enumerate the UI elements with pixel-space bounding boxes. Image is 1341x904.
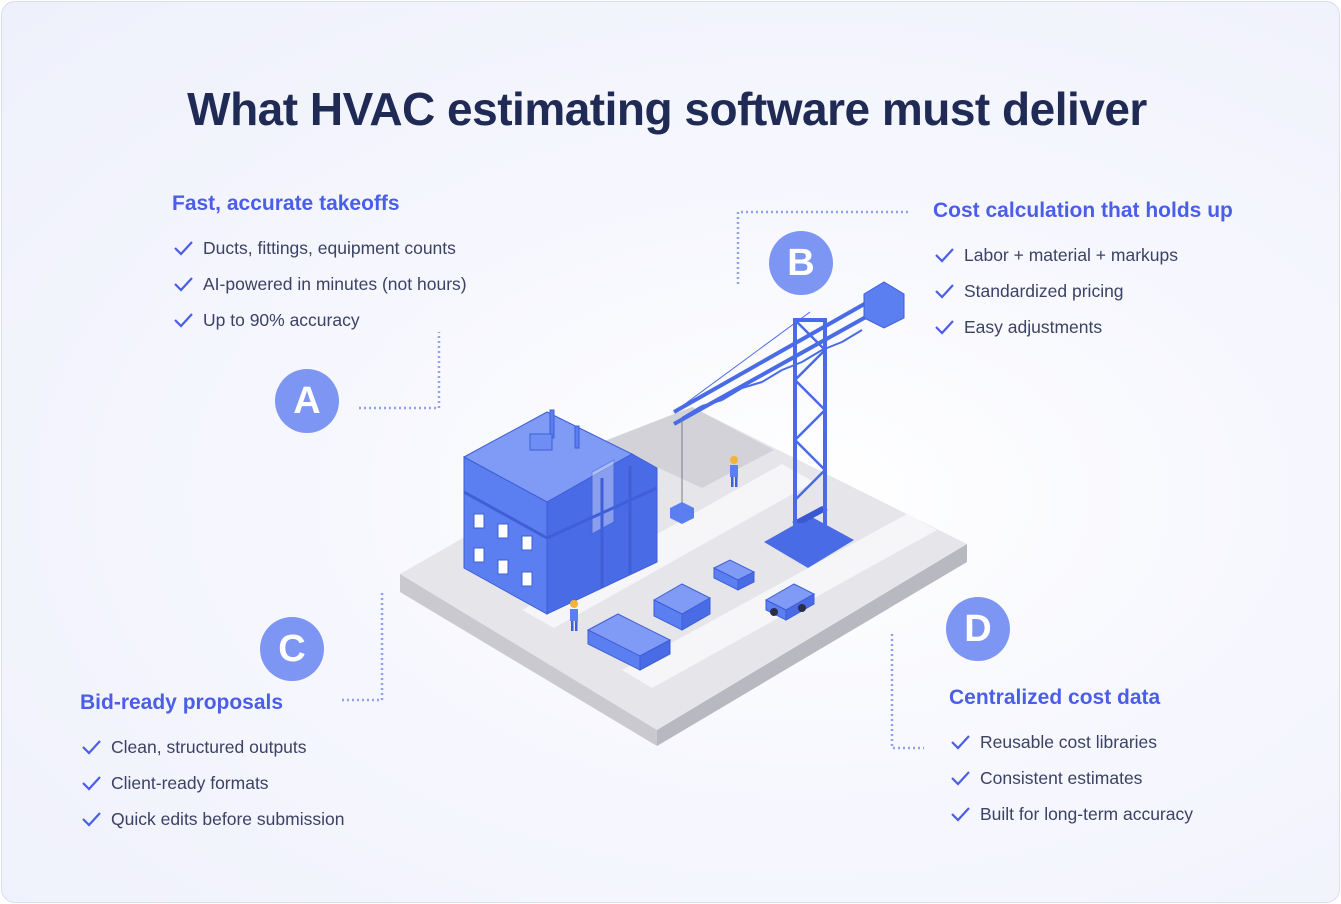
- section-a: Fast, accurate takeoffs Ducts, fittings,…: [172, 192, 467, 338]
- connector-d: [890, 634, 924, 750]
- badge-c: C: [260, 617, 324, 681]
- truck: [764, 583, 816, 621]
- connector-c: [342, 590, 384, 702]
- list-item: Up to 90% accuracy: [172, 302, 467, 338]
- badge-a: A: [275, 369, 339, 433]
- list-item: Labor + material + markups: [933, 237, 1233, 273]
- check-icon: [174, 313, 193, 328]
- connector-b: [736, 210, 910, 284]
- badge-b: B: [769, 231, 833, 295]
- section-d: Centralized cost data Reusable cost libr…: [949, 686, 1193, 832]
- section-b: Cost calculation that holds up Labor + m…: [933, 199, 1233, 345]
- list-item: Consistent estimates: [949, 760, 1193, 796]
- worker: [730, 456, 738, 487]
- check-icon: [951, 807, 970, 822]
- crane-load: [670, 502, 694, 524]
- crane: [670, 281, 905, 568]
- window: [521, 571, 533, 587]
- check-icon: [82, 812, 101, 827]
- check-icon: [82, 740, 101, 755]
- check-icon: [951, 735, 970, 750]
- window: [473, 513, 485, 529]
- window: [473, 547, 485, 563]
- list-item: Reusable cost libraries: [949, 724, 1193, 760]
- section-heading: Cost calculation that holds up: [933, 199, 1233, 222]
- ground-left-side: [400, 574, 657, 746]
- list-item: Standardized pricing: [933, 273, 1233, 309]
- check-icon: [935, 284, 954, 299]
- check-icon: [174, 241, 193, 256]
- connector-a: [359, 332, 441, 410]
- crane-counterweight: [863, 281, 905, 329]
- list-item: Ducts, fittings, equipment counts: [172, 230, 467, 266]
- section-heading: Bid-ready proposals: [80, 691, 284, 714]
- list-item: Clean, structured outputs: [80, 729, 344, 765]
- check-icon: [935, 320, 954, 335]
- list-item: Client-ready formats: [80, 765, 344, 801]
- list-item: Quick edits before submission: [80, 801, 344, 837]
- window: [497, 559, 509, 575]
- check-icon: [174, 277, 193, 292]
- section-c: Bid-ready proposals Clean, structured ou…: [80, 691, 344, 837]
- check-icon: [935, 248, 954, 263]
- check-icon: [82, 776, 101, 791]
- list-item: Easy adjustments: [933, 309, 1233, 345]
- crane-base: [764, 516, 854, 568]
- window: [521, 535, 533, 551]
- list-item: Built for long-term accuracy: [949, 796, 1193, 832]
- worker: [570, 600, 578, 631]
- list-item: AI-powered in minutes (not hours): [172, 266, 467, 302]
- section-heading: Centralized cost data: [949, 686, 1161, 709]
- check-icon: [951, 771, 970, 786]
- crane-mast: [793, 318, 827, 527]
- window: [497, 523, 509, 539]
- badge-d: D: [946, 597, 1010, 661]
- ground-right-side: [657, 544, 967, 746]
- building: [462, 409, 658, 615]
- page-title: What HVAC estimating software must deliv…: [187, 83, 1147, 135]
- section-heading: Fast, accurate takeoffs: [172, 192, 400, 215]
- material-pallets: [586, 559, 756, 671]
